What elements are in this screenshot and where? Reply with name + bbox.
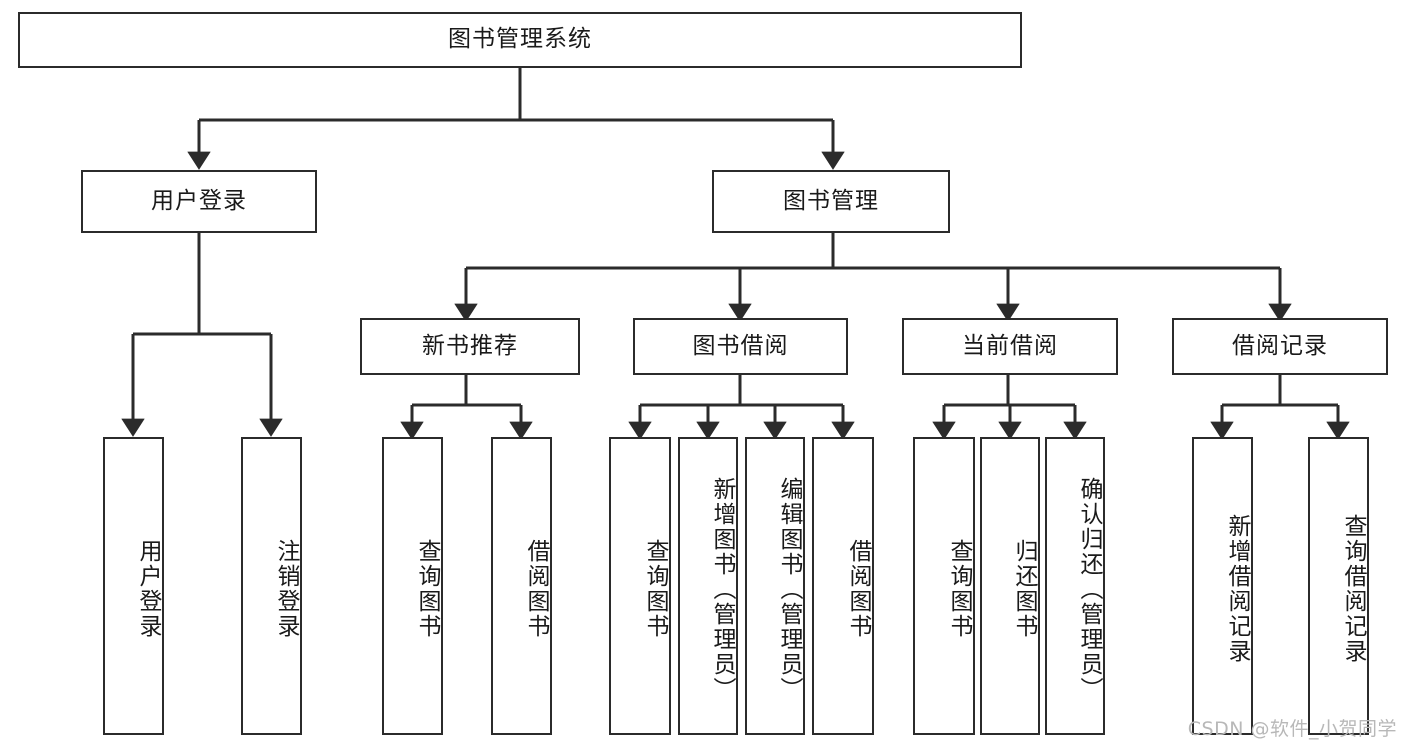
leaf-borrow-book-1-label: 借阅图书 xyxy=(523,539,549,639)
leaf-borrow-book-2-label: 借阅图书 xyxy=(845,539,871,639)
node-user-login-label: 用户登录 xyxy=(151,187,247,214)
leaf-add-book[interactable]: 新增图书（管理员） xyxy=(678,437,738,735)
leaf-logout-login-label: 注销登录 xyxy=(273,539,299,639)
leaf-return-book[interactable]: 归还图书 xyxy=(980,437,1040,735)
leaf-return-book-label: 归还图书 xyxy=(1011,539,1037,639)
node-current-borrow-label: 当前借阅 xyxy=(962,332,1058,359)
leaf-confirm-return[interactable]: 确认归还（管理员） xyxy=(1045,437,1105,735)
node-new-book-recommend[interactable]: 新书推荐 xyxy=(360,318,580,375)
leaf-query-book-2-label: 查询图书 xyxy=(642,539,668,639)
leaf-query-book-1[interactable]: 查询图书 xyxy=(382,437,443,735)
leaf-user-login-label: 用户登录 xyxy=(135,539,161,639)
leaf-add-book-label: 新增图书（管理员） xyxy=(709,476,735,702)
leaf-confirm-return-label: 确认归还（管理员） xyxy=(1076,476,1102,702)
node-book-borrow[interactable]: 图书借阅 xyxy=(633,318,848,375)
leaf-add-record[interactable]: 新增借阅记录 xyxy=(1192,437,1253,735)
node-book-manage-label: 图书管理 xyxy=(783,187,879,214)
leaf-query-book-3[interactable]: 查询图书 xyxy=(913,437,975,735)
leaf-user-login[interactable]: 用户登录 xyxy=(103,437,164,735)
leaf-query-book-3-label: 查询图书 xyxy=(946,539,972,639)
node-current-borrow[interactable]: 当前借阅 xyxy=(902,318,1118,375)
node-user-login[interactable]: 用户登录 xyxy=(81,170,317,233)
leaf-borrow-book-1[interactable]: 借阅图书 xyxy=(491,437,552,735)
node-book-manage[interactable]: 图书管理 xyxy=(712,170,950,233)
leaf-query-book-2[interactable]: 查询图书 xyxy=(609,437,671,735)
leaf-query-book-1-label: 查询图书 xyxy=(414,539,440,639)
node-borrow-record[interactable]: 借阅记录 xyxy=(1172,318,1388,375)
node-book-borrow-label: 图书借阅 xyxy=(692,332,789,359)
leaf-edit-book[interactable]: 编辑图书（管理员） xyxy=(745,437,805,735)
node-root-label: 图书管理系统 xyxy=(448,26,592,53)
leaf-edit-book-label: 编辑图书（管理员） xyxy=(776,476,802,702)
node-root[interactable]: 图书管理系统 xyxy=(18,12,1022,68)
leaf-query-record-label: 查询借阅记录 xyxy=(1340,514,1366,664)
leaf-query-record[interactable]: 查询借阅记录 xyxy=(1308,437,1369,735)
leaf-add-record-label: 新增借阅记录 xyxy=(1224,514,1250,664)
node-new-book-recommend-label: 新书推荐 xyxy=(422,332,518,359)
watermark-text: CSDN @软件_小贺同学 xyxy=(1187,718,1397,740)
leaf-borrow-book-2[interactable]: 借阅图书 xyxy=(812,437,874,735)
node-borrow-record-label: 借阅记录 xyxy=(1232,332,1328,359)
leaf-logout-login[interactable]: 注销登录 xyxy=(241,437,302,735)
